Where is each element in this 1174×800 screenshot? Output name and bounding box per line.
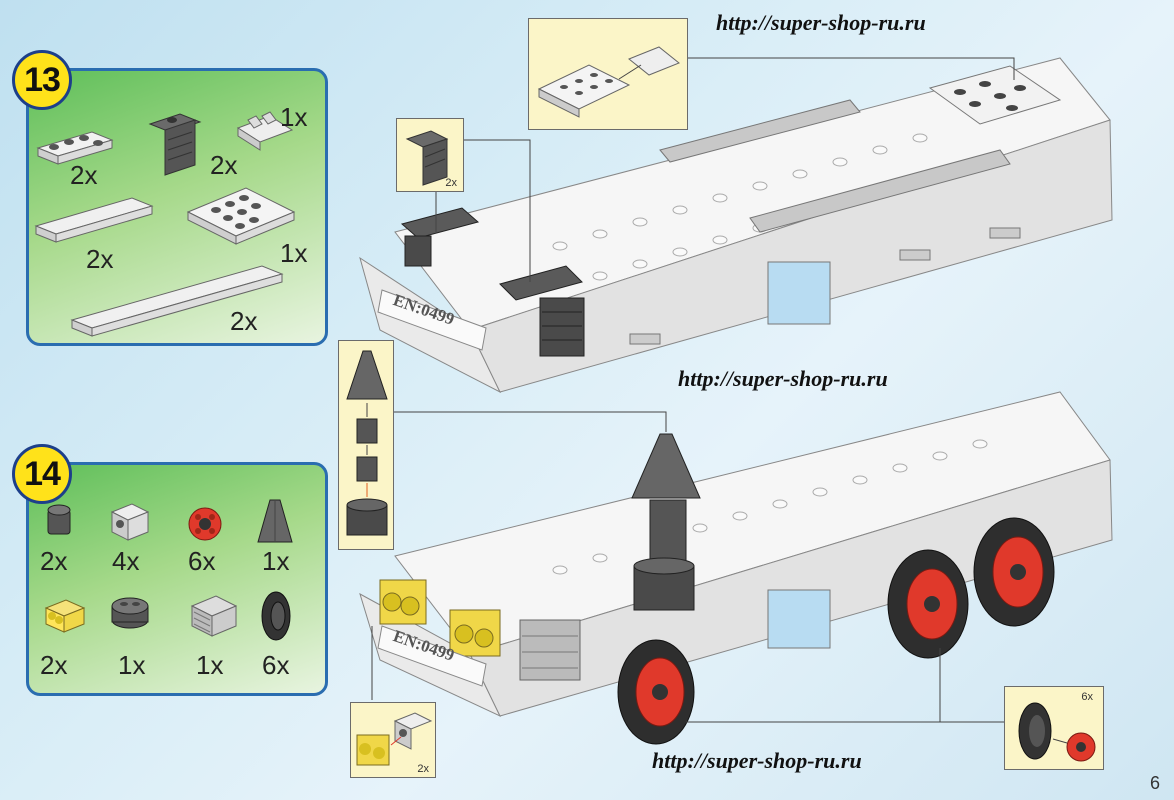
rear-wheel-2 — [973, 517, 1055, 627]
round-brick-2x2-part — [111, 597, 149, 629]
step-13-qty-hinge-plate: 1x — [280, 238, 308, 268]
step-13-qty-long-tile: 2x — [230, 306, 258, 336]
step-14-qty-round-1x1: 2x — [40, 546, 68, 576]
yellow-light-part — [44, 599, 86, 633]
step-14-qty-light: 2x — [40, 650, 68, 680]
callout-bracket-qty: 2x — [445, 177, 457, 189]
step-13-badge: 13 — [12, 50, 72, 110]
plate-1x4-part — [36, 131, 114, 165]
callout-wheel-qty: 6x — [1081, 691, 1093, 703]
callout-wheel-assembly: 6x — [1004, 686, 1104, 770]
step-13-qty-tile: 2x — [86, 244, 114, 274]
step-14-qty-grille: 1x — [196, 650, 224, 680]
tile-1x6-part — [34, 197, 154, 243]
page-number: 6 — [1149, 773, 1160, 793]
front-wheel — [617, 639, 695, 745]
rear-wheel-1 — [887, 549, 969, 659]
step-13-qty-plate: 2x — [70, 160, 98, 190]
dark-bracket-part — [148, 113, 202, 176]
step-14-qty-tire: 6x — [262, 650, 290, 680]
red-wheel-hub-part — [188, 507, 222, 541]
callout-antenna-assembly — [338, 340, 394, 550]
step-13-qty-hinge: 1x — [280, 102, 308, 132]
step-14-qty-round-2x2: 1x — [118, 650, 146, 680]
tire-part — [261, 591, 291, 641]
watermark-url-bottom: http://super-shop-ru.ru — [652, 748, 862, 773]
tile-long-part — [70, 265, 284, 337]
step-13-parts-illustration — [34, 111, 296, 337]
callout-dark-bracket: 2x — [396, 118, 464, 192]
callout-light-qty: 2x — [417, 763, 429, 775]
step-14-qty-wheel-hub: 6x — [188, 546, 216, 576]
hinge-plate-4x4-part — [186, 187, 296, 245]
step-14-qty-side-stud: 4x — [112, 546, 140, 576]
cone-part — [257, 499, 293, 543]
watermark-url-top: http://super-shop-ru.ru — [716, 10, 926, 35]
step-13-qty-bracket: 2x — [210, 150, 238, 180]
step-14-parts-illustration — [44, 499, 293, 641]
side-stud-brick-part — [110, 503, 150, 541]
step-14-qty-cone: 1x — [262, 546, 290, 576]
round-brick-1x1-part — [47, 504, 71, 535]
callout-hinge-plate-assembly — [528, 18, 688, 130]
watermark-url-middle: http://super-shop-ru.ru — [678, 366, 888, 391]
hinge-plate-part — [236, 111, 294, 151]
grille-brick-part — [190, 595, 238, 637]
step-14-badge: 14 — [12, 444, 72, 504]
callout-light-assembly: 2x — [350, 702, 436, 778]
